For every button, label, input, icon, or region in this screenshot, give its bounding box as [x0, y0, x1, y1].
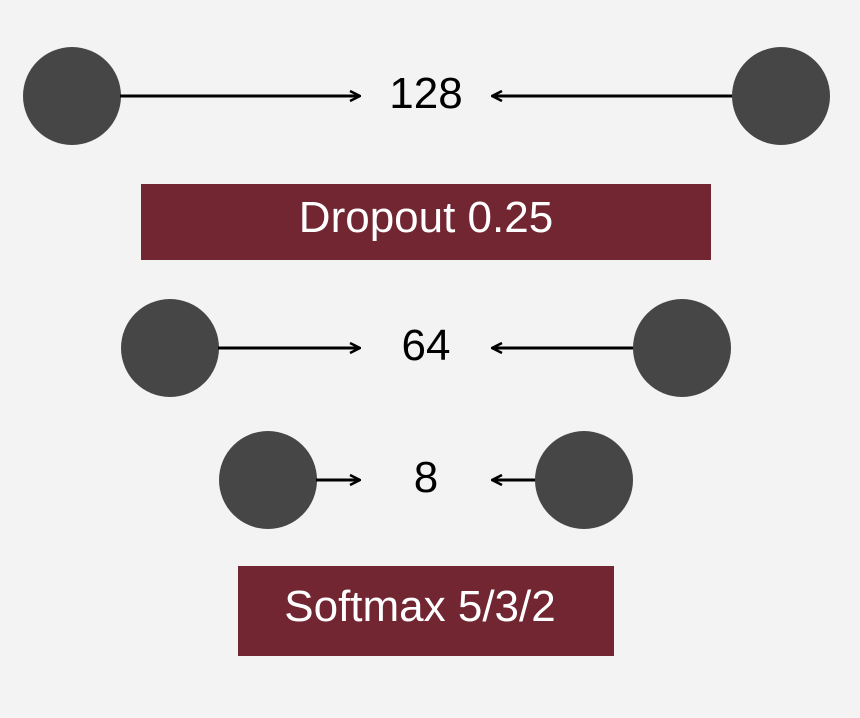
layer-units-label: 8	[414, 453, 438, 502]
layer-units-label: 128	[389, 69, 462, 118]
left-neuron-node	[219, 431, 317, 529]
layer-units-label: 64	[402, 321, 451, 370]
softmax-block: Softmax 5/3/2	[238, 566, 614, 656]
layer-row-64: 64	[121, 299, 731, 397]
right-neuron-node	[535, 431, 633, 529]
dropout-box	[141, 184, 711, 260]
right-neuron-node	[633, 299, 731, 397]
left-neuron-node	[23, 47, 121, 145]
layer-row-128: 128	[23, 47, 830, 145]
dropout-block: Dropout 0.25	[141, 184, 711, 260]
layer-row-8: 8	[219, 431, 633, 529]
softmax-box	[238, 566, 614, 656]
dropout-label: Dropout 0.25	[299, 193, 553, 242]
right-neuron-node	[732, 47, 830, 145]
softmax-label: Softmax 5/3/2	[284, 582, 555, 631]
left-neuron-node	[121, 299, 219, 397]
